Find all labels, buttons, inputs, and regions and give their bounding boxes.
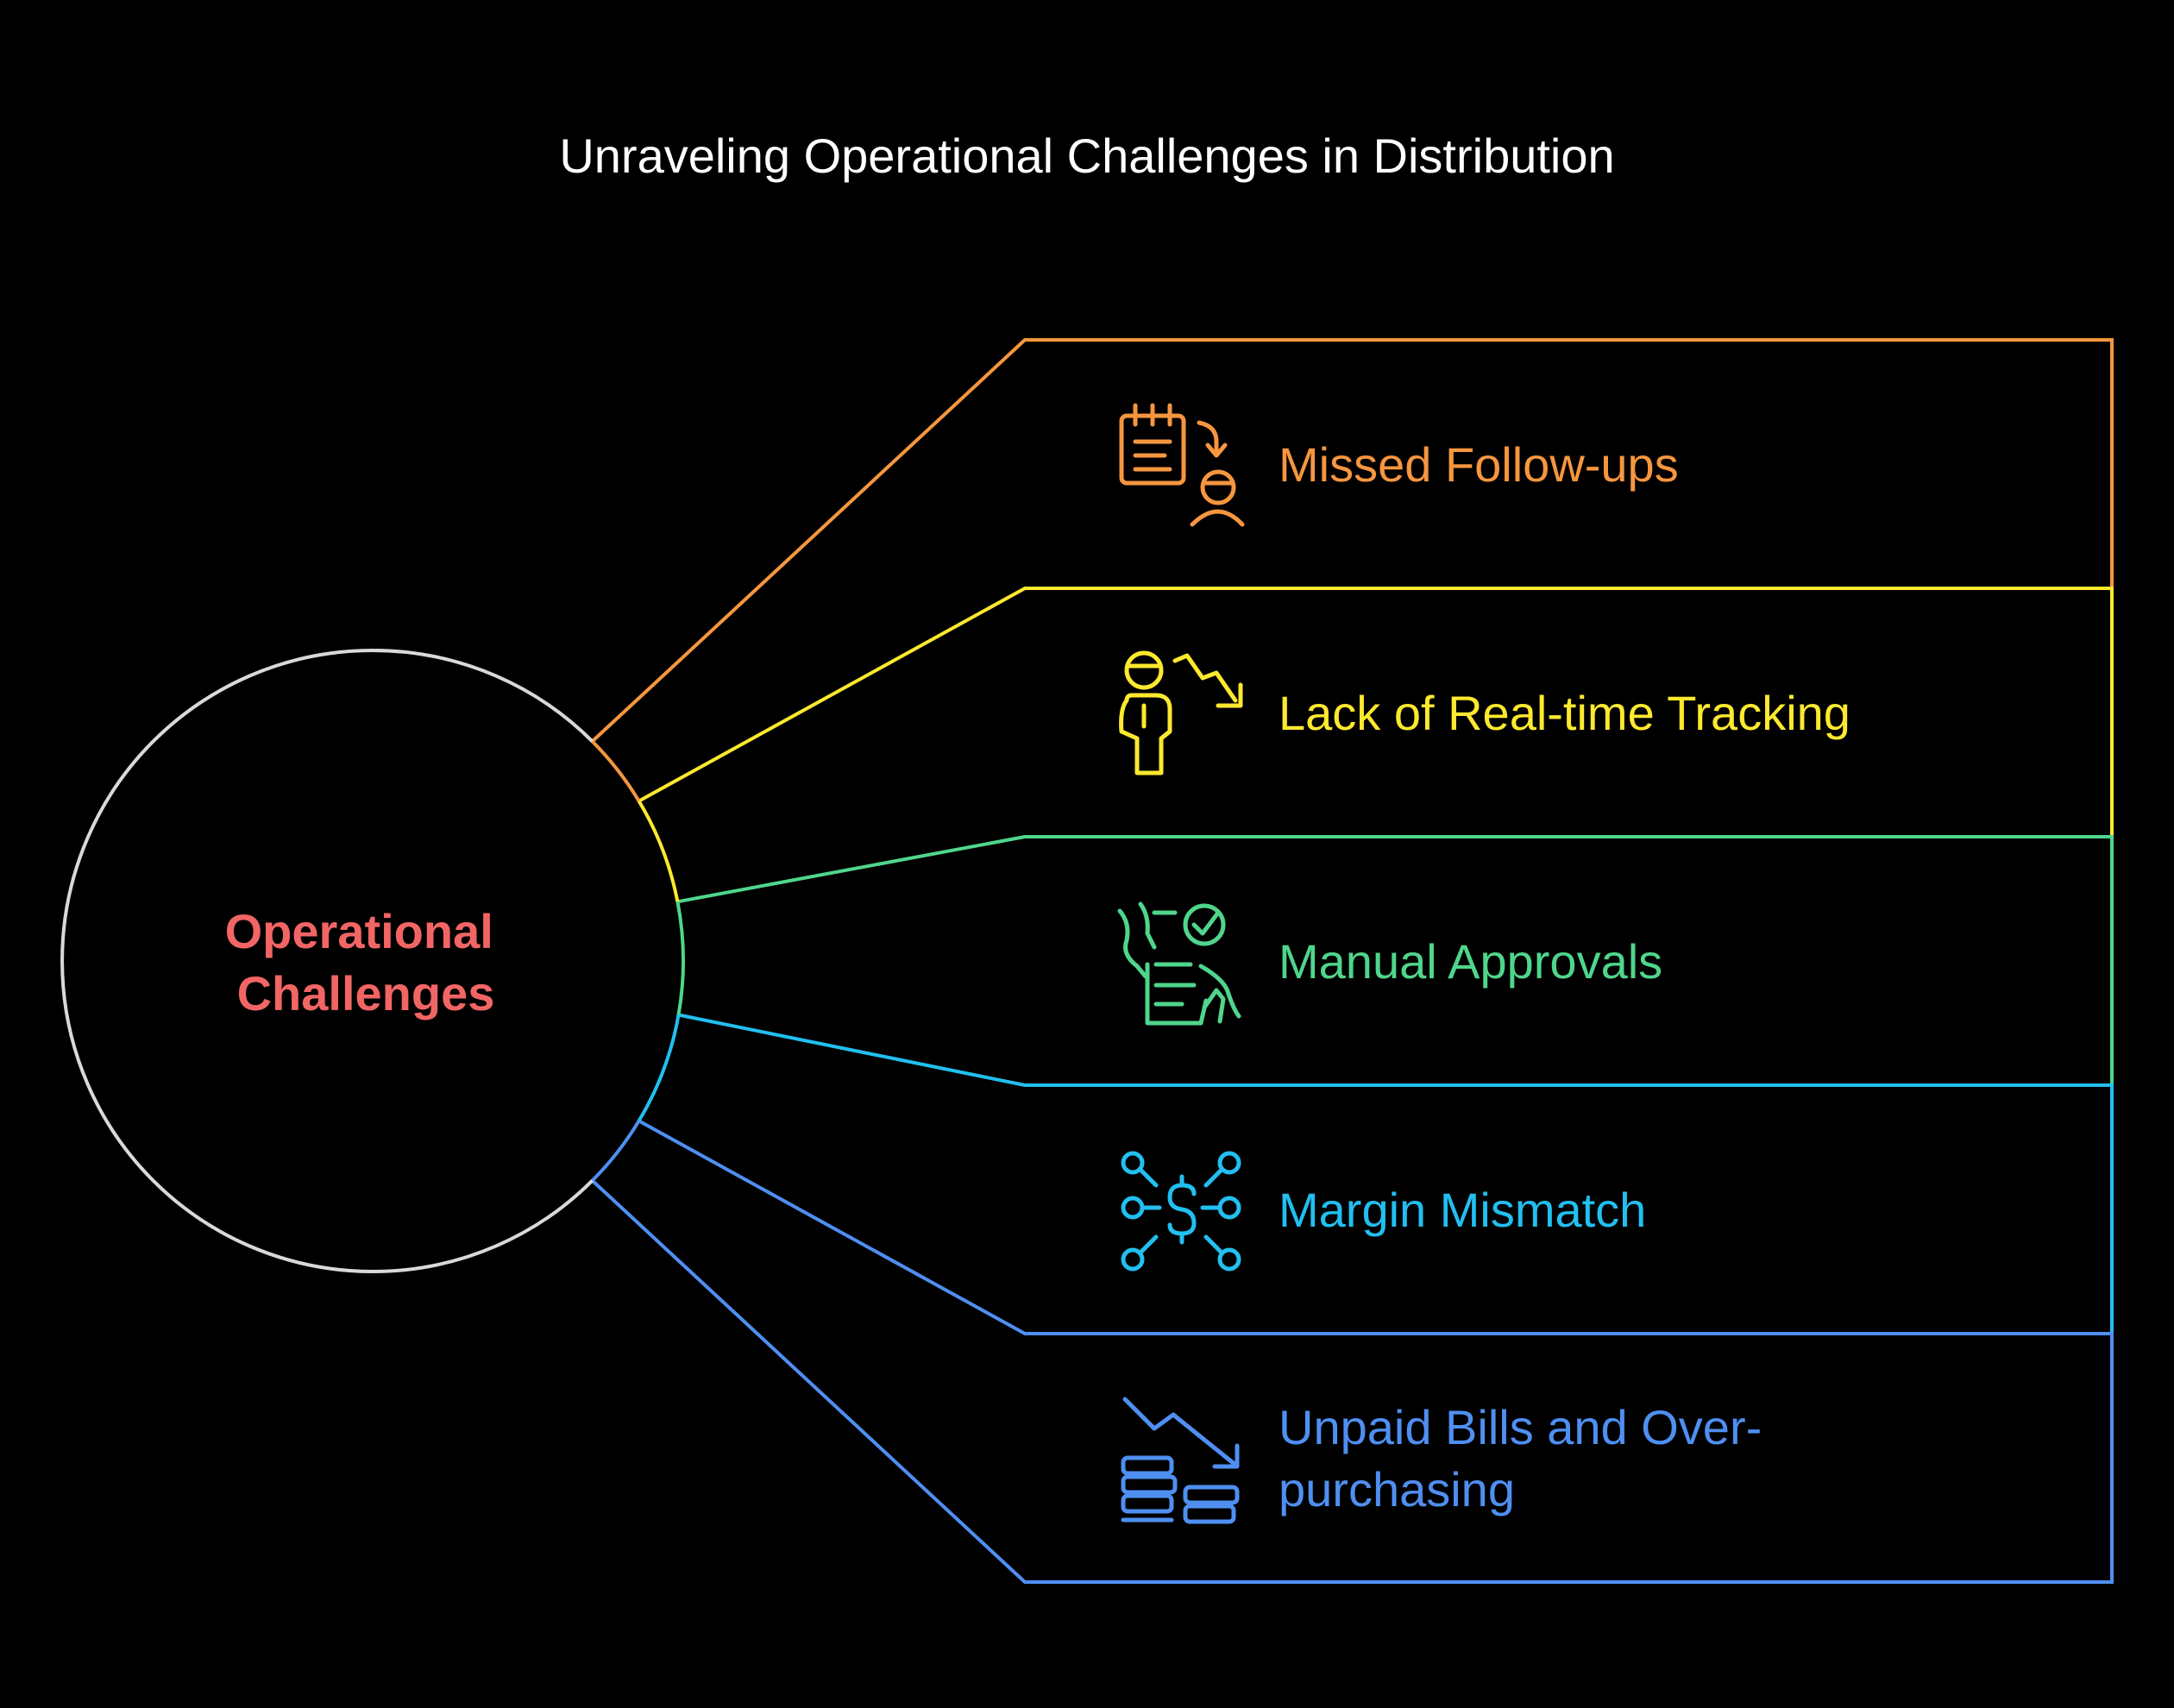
band-group [1025,338,2114,1584]
hub-label: Operational Challenges [225,904,507,1020]
band-label-manual-approvals: Manual Approvals [1279,934,1662,989]
hub-label-line-2: Challenges [237,966,495,1020]
diagram-title: Unraveling Operational Challenges in Dis… [559,129,1614,183]
connector-bottom-unpaid-bills-over-purchasing [590,1178,1027,1584]
checklist-hand-icon [1117,901,1241,1026]
dollar-network-icon [1121,1151,1241,1272]
band-label-unpaid-bills-over-purchasing: Unpaid Bills and Over- purchasing [1279,1400,1775,1516]
hub-arc-unpaid-bills-over-purchasing [591,1120,641,1183]
hub-arc-manual-approvals [675,901,685,1015]
band-label-margin-mismatch: Margin Mismatch [1279,1183,1646,1237]
connector-top-missed-follow-ups [590,338,1027,744]
connector-top-lack-of-real-time-tracking [637,587,1027,803]
notepad-person-icon [1119,403,1245,527]
band-label-lack-of-real-time-tracking: Lack of Real-time Tracking [1279,686,1850,740]
connector-top-manual-approvals [675,835,1027,904]
hub-arc-missed-follow-ups [591,739,641,802]
connector-top-margin-mismatch [676,1013,1027,1087]
connector-top-unpaid-bills-over-purchasing [637,1119,1027,1335]
person-downtrend-icon [1119,650,1243,776]
hub-ring [60,649,685,1273]
hub-ring-arc [60,649,594,1273]
coins-downtrend-icon [1121,1397,1240,1524]
band-label-missed-follow-ups: Missed Follow-ups [1279,437,1679,492]
connector-group [590,338,1027,1584]
hub-label-line-1: Operational [225,904,493,958]
band-outline-unpaid-bills-over-purchasing [1025,1332,2114,1584]
hub-arc-lack-of-real-time-tracking [637,800,680,902]
hub-arc-margin-mismatch [637,1014,681,1122]
